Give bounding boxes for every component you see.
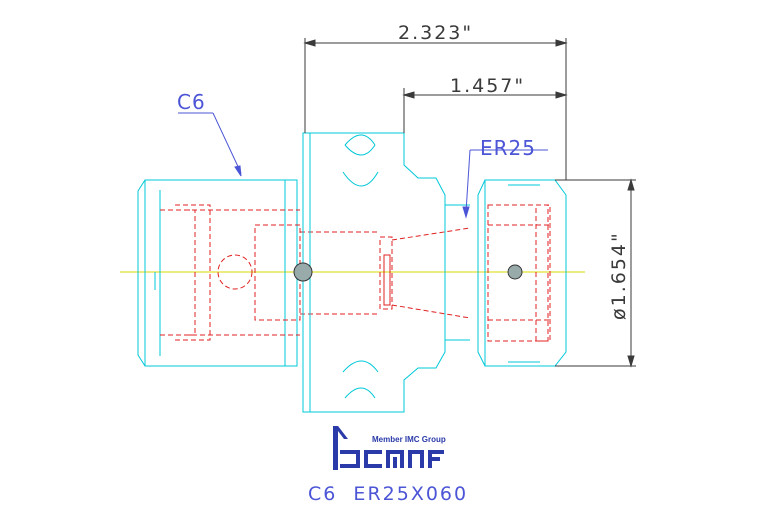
logo-tagline: Member IMC Group [372, 435, 446, 444]
part-number-caption: C6 ER25X060 [308, 483, 468, 505]
drive-pin-symbol [293, 262, 313, 282]
logo-mark [333, 426, 444, 470]
nut-diameter-dimension: ø1.654" [608, 231, 630, 320]
dimension-lines [303, 38, 636, 368]
shank-body [137, 179, 298, 367]
collet-label: ER25 [480, 136, 536, 160]
coolant-symbol [507, 264, 523, 280]
front-length-dimension: 1.457" [450, 75, 525, 97]
leader-lines [178, 112, 548, 219]
collet-hidden-features [487, 204, 551, 342]
shank-hidden-features [160, 204, 380, 341]
shank-label: C6 [177, 90, 206, 114]
flange-hidden-features [379, 227, 471, 319]
iscar-logo: Member IMC Group [333, 426, 446, 470]
overall-length-dimension: 2.323" [398, 22, 473, 44]
